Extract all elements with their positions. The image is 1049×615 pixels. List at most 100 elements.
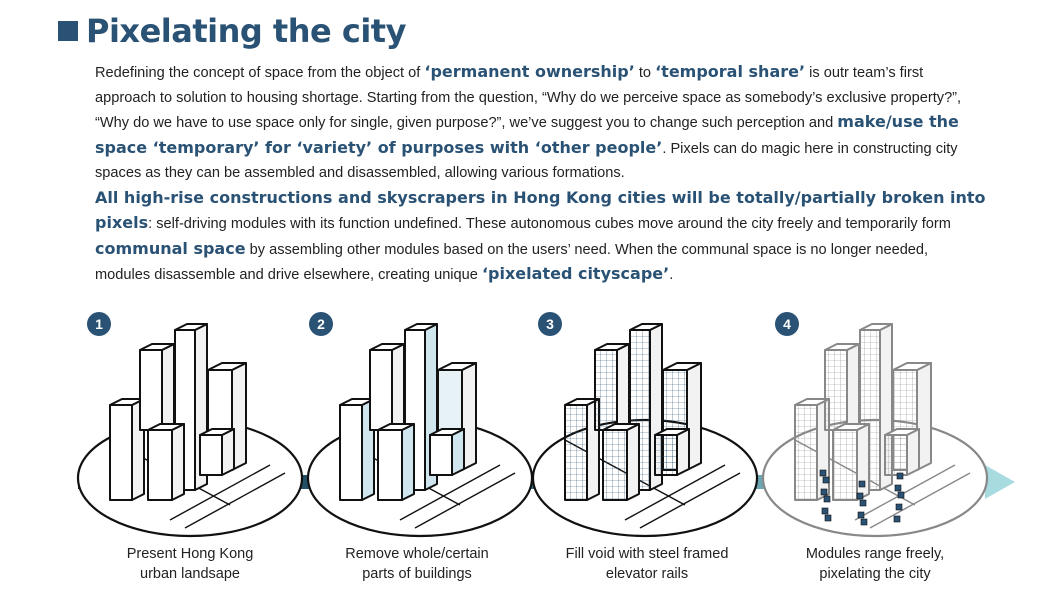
- step-badge-2: 2: [309, 312, 333, 336]
- building-face: [199, 434, 223, 476]
- building-face: [856, 423, 870, 501]
- pixel-module: [822, 476, 830, 484]
- caption-line: elevator rails: [605, 566, 689, 582]
- step-caption-4: Modules range freely, pixelating the city: [770, 544, 980, 584]
- building-face: [832, 429, 858, 501]
- building-face: [884, 434, 908, 476]
- page-title: Pixelating the city: [86, 12, 406, 50]
- building-face: [139, 349, 163, 431]
- pixel-module: [820, 488, 828, 496]
- intro-paragraph-2: All high-rise constructions and skyscrap…: [86, 186, 986, 288]
- step-badge-1: 1: [87, 312, 111, 336]
- title-square-icon: [58, 21, 78, 41]
- building-face: [174, 323, 208, 331]
- pixel-module: [821, 507, 829, 515]
- caption-line: urban landsape: [140, 566, 240, 582]
- building-face: [892, 362, 932, 371]
- step-caption-2: Remove whole/certain parts of buildings: [312, 544, 522, 584]
- pixel-module: [895, 503, 903, 511]
- caption-line: parts of buildings: [362, 566, 472, 582]
- pixel-module: [894, 484, 902, 492]
- highlight-phrase: ‘permanent ownership’: [424, 62, 635, 81]
- building-face: [437, 362, 477, 371]
- building-face: [404, 323, 438, 331]
- scene-4: [761, 323, 989, 538]
- building-face: [859, 323, 893, 331]
- scene-3: [531, 323, 759, 538]
- street-line: [639, 472, 741, 529]
- street-line: [399, 464, 501, 521]
- building-face: [794, 404, 818, 501]
- street-line: [414, 472, 516, 529]
- highlight-phrase: All high-rise constructions and skyscrap…: [95, 187, 986, 233]
- building-face: [161, 343, 175, 431]
- highlight-phrase: ‘temporal share’: [655, 62, 806, 81]
- caption-line: Present Hong Kong: [126, 546, 254, 562]
- highlight-phrase: ‘pixelated cityscape’: [481, 264, 670, 283]
- body-text: by assembling other modules based on the…: [95, 241, 929, 284]
- street-line: [624, 464, 726, 521]
- title-row: Pixelating the city: [58, 12, 406, 50]
- building-face: [207, 362, 247, 371]
- intro-text: Redefining the concept of space from the…: [86, 60, 986, 288]
- body-text: Redefining the concept of space from the…: [95, 65, 425, 81]
- step-badge-circle: [309, 312, 333, 336]
- building-face: [377, 429, 403, 501]
- pixel-module: [897, 491, 905, 499]
- building-face: [339, 404, 363, 501]
- building-face: [429, 434, 453, 476]
- body-text: to: [634, 65, 656, 81]
- street-line: [184, 472, 286, 529]
- step-badge-circle: [538, 312, 562, 336]
- building-face: [662, 362, 702, 371]
- step-badge-circle: [775, 312, 799, 336]
- step-number: 2: [317, 316, 325, 332]
- pixel-module: [819, 469, 827, 477]
- step-number: 4: [783, 316, 791, 332]
- building-face: [602, 423, 640, 431]
- building-face: [626, 423, 640, 501]
- step-caption-1: Present Hong Kong urban landsape: [85, 544, 295, 584]
- building-face: [629, 323, 663, 331]
- pixel-module: [860, 518, 868, 526]
- building-face: [391, 343, 405, 431]
- scene-1: [76, 323, 304, 538]
- step-badge-circle: [87, 312, 111, 336]
- highlight-phrase: make/use the space ‘temporary’ for ‘vari…: [95, 112, 959, 157]
- scene-2: [306, 323, 534, 538]
- body-text: .: [669, 267, 674, 283]
- body-text: is outr team’s first approach to solutio…: [95, 65, 962, 131]
- intro-paragraph-1: Redefining the concept of space from the…: [86, 60, 986, 186]
- building-face: [171, 423, 185, 501]
- caption-line: Modules range freely,: [805, 546, 945, 562]
- caption-line: Remove whole/certain: [345, 546, 489, 562]
- pixel-module: [824, 514, 832, 522]
- building-face: [564, 404, 588, 501]
- step-badge-3: 3: [538, 312, 562, 336]
- street-line: [169, 464, 271, 521]
- step-number: 3: [546, 316, 554, 332]
- step-badge-4: 4: [775, 312, 799, 336]
- caption-line: pixelating the city: [819, 566, 931, 582]
- building-face: [429, 428, 465, 436]
- pixelating-process-diagram: 1 2 3 4: [76, 312, 1015, 538]
- building-face: [199, 428, 235, 436]
- building-face: [676, 428, 690, 476]
- building-face: [616, 343, 630, 431]
- building-face: [147, 423, 185, 431]
- step-number: 1: [95, 316, 103, 332]
- pixel-module: [859, 499, 867, 507]
- street-line: [869, 472, 971, 529]
- pixel-module: [858, 480, 866, 488]
- pixel-module: [856, 492, 864, 500]
- building-face: [824, 349, 848, 431]
- building-face: [906, 428, 920, 476]
- building-face: [594, 349, 618, 431]
- pixel-module: [896, 472, 904, 480]
- building-face: [221, 428, 235, 476]
- pixel-module: [857, 511, 865, 519]
- building-face: [846, 343, 860, 431]
- building-face: [369, 349, 393, 431]
- building-face: [654, 428, 690, 436]
